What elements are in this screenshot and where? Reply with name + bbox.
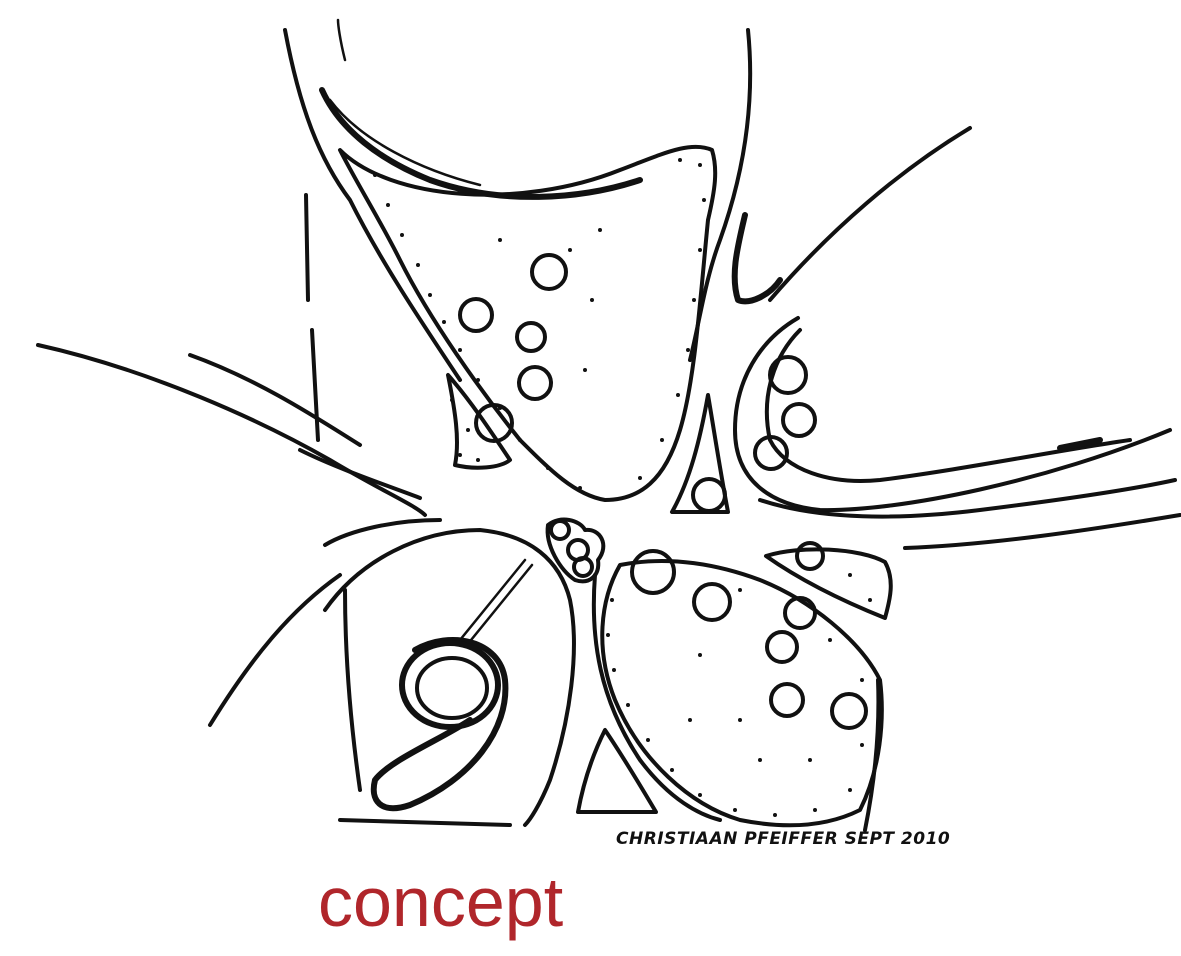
- right-roads: [760, 440, 1180, 548]
- right-crescent-inner: [767, 330, 1130, 481]
- right-crescent: [735, 318, 1170, 510]
- lower-left-road: [210, 575, 340, 725]
- center-triangle: [672, 395, 728, 512]
- bottom-right-boundary: [865, 680, 878, 830]
- bottom-right-plaza: [594, 561, 882, 825]
- artist-signature: CHRISTIAAN PFEIFFER SEPT 2010: [616, 829, 950, 849]
- tree-circles: [460, 255, 866, 728]
- spiral-mark: [374, 640, 506, 808]
- right-diagonal: [770, 128, 970, 300]
- top-right-hook: [735, 215, 780, 301]
- left-vertical-dashes: [306, 195, 318, 440]
- concept-caption: concept: [318, 862, 563, 942]
- bottom-triangle: [578, 730, 656, 812]
- left-roads: [38, 345, 440, 545]
- top-right-boundary: [690, 30, 750, 360]
